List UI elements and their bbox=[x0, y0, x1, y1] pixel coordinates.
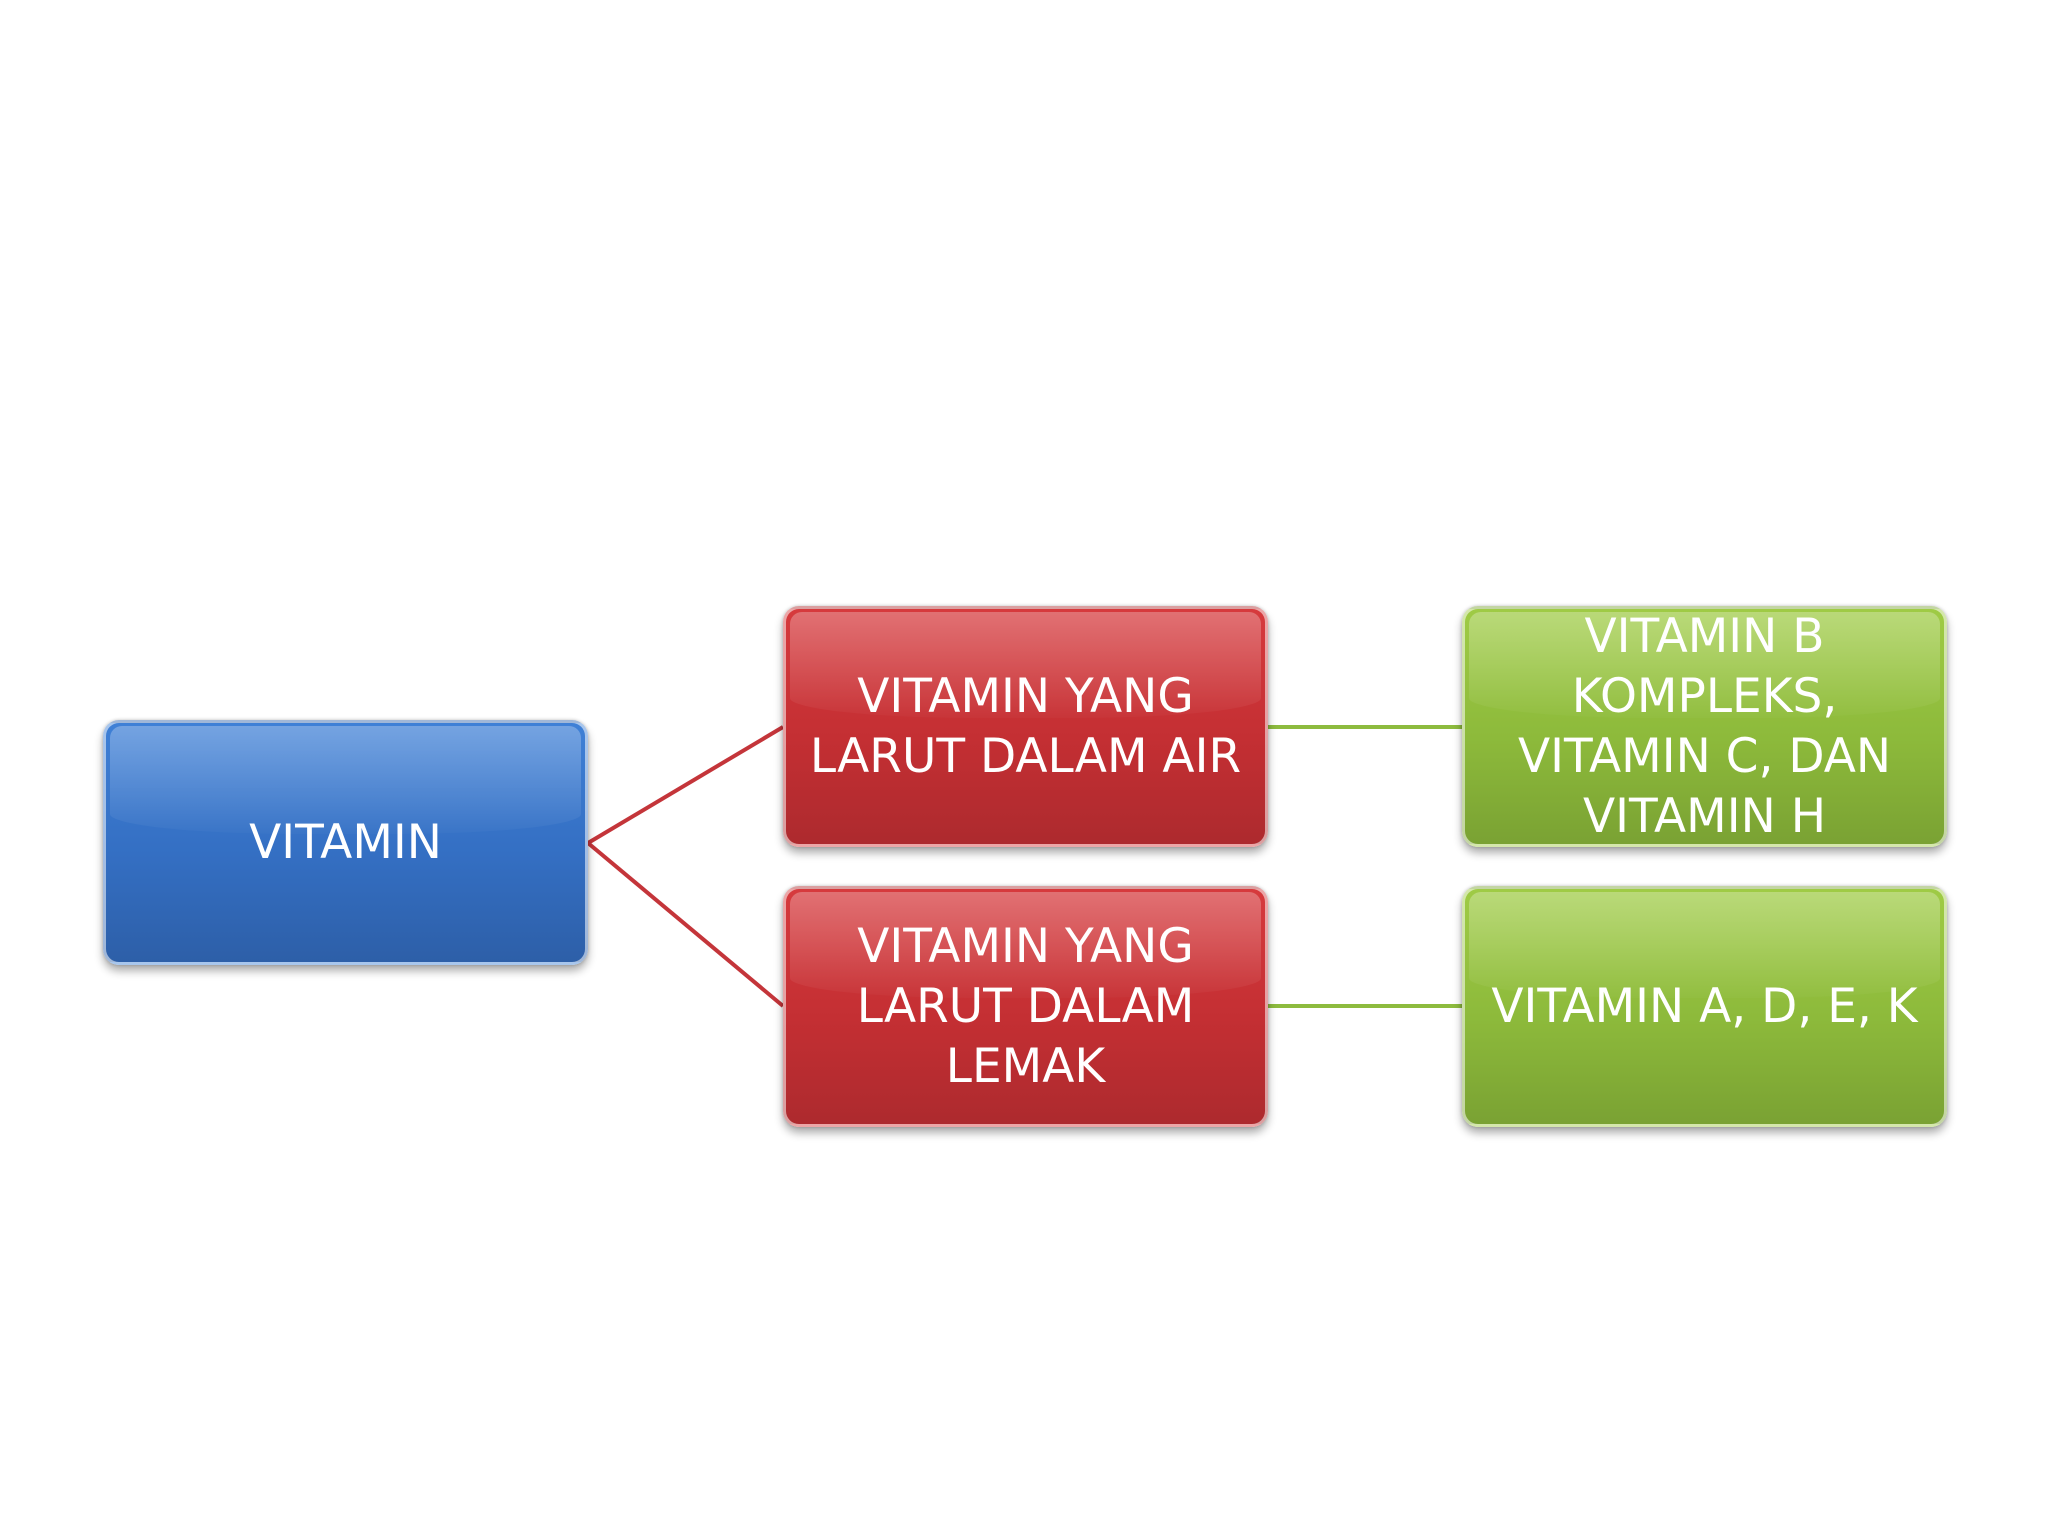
node-water-soluble-list-label: VITAMIN B KOMPLEKS, VITAMIN C, DAN VITAM… bbox=[1517, 608, 1892, 844]
node-fat-soluble-list: VITAMIN A, D, E, K bbox=[1462, 886, 1947, 1127]
node-water-soluble: VITAMIN YANG LARUT DALAM AIR bbox=[783, 606, 1268, 847]
connector-root-to-water bbox=[586, 725, 785, 845]
connector-root-to-fat bbox=[586, 841, 785, 1008]
node-fat-soluble: VITAMIN YANG LARUT DALAM LEMAK bbox=[783, 886, 1268, 1127]
node-water-soluble-label: VITAMIN YANG LARUT DALAM AIR bbox=[809, 668, 1242, 784]
node-fat-soluble-list-label: VITAMIN A, D, E, K bbox=[1491, 978, 1918, 1034]
node-vitamin-label: VITAMIN bbox=[249, 814, 442, 870]
node-fat-soluble-label: VITAMIN YANG LARUT DALAM LEMAK bbox=[856, 918, 1195, 1094]
node-water-soluble-list: VITAMIN B KOMPLEKS, VITAMIN C, DAN VITAM… bbox=[1462, 606, 1947, 847]
node-vitamin: VITAMIN bbox=[103, 720, 588, 965]
